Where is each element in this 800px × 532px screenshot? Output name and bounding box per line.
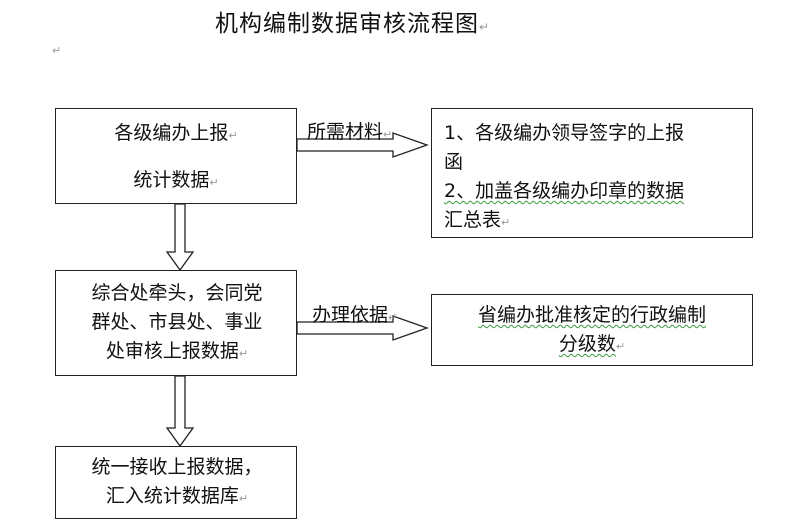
paragraph-mark: ↵ <box>479 20 491 34</box>
edge-label-basis: 办理依据↵ <box>312 304 398 326</box>
edge-label-materials: 所需材料↵ <box>307 121 393 143</box>
node-report-source: 各级编办上报↵ 统计数据↵ <box>55 108 297 204</box>
node-text-line: 群处、市县处、事业 <box>91 311 263 333</box>
return-mark: ↵ <box>228 129 238 142</box>
return-mark: ↵ <box>501 216 511 229</box>
node-review: 综合处牵头，会同党 群处、市县处、事业 处审核上报数据↵ <box>55 270 297 376</box>
node-text-line: 统计数据↵ <box>133 169 219 191</box>
return-mark: ↵ <box>383 128 393 141</box>
return-mark: ↵ <box>615 340 626 353</box>
node-text-line: 汇总表↵ <box>444 209 511 231</box>
node-text-line: 省编办批准核定的行政编制 <box>477 304 706 326</box>
node-text-line: 统一接收上报数据， <box>91 456 263 478</box>
node-basis: 省编办批准核定的行政编制 分级数↵ <box>431 294 753 366</box>
node-materials: 1、各级编办领导签字的上报 函 2、加盖各级编办印章的数据 汇总表↵ <box>431 108 753 238</box>
node-text-line: 2、加盖各级编办印章的数据 <box>444 180 685 202</box>
return-mark: ↵ <box>238 347 249 360</box>
return-mark: ↵ <box>388 311 398 324</box>
node-text-line: 1、各级编办领导签字的上报 <box>444 122 685 144</box>
page-title: 机构编制数据审核流程图↵ <box>215 4 490 38</box>
arrow-down-review <box>165 203 195 272</box>
return-mark: ↵ <box>209 176 219 189</box>
node-text-line: 综合处牵头，会同党 <box>91 282 263 304</box>
node-text-line: 各级编办上报↵ <box>114 122 238 144</box>
node-text-line: 函 <box>444 151 464 173</box>
node-receive: 统一接收上报数据， 汇入统计数据库↵ <box>55 446 297 519</box>
node-text-line: 处审核上报数据↵ <box>105 340 249 362</box>
paragraph-mark: ↵ <box>52 44 62 57</box>
node-text-line: 汇入统计数据库↵ <box>105 485 249 507</box>
arrow-basis <box>296 315 429 341</box>
arrow-down-receive <box>165 375 195 448</box>
title-text: 机构编制数据审核流程图 <box>215 11 479 37</box>
return-mark: ↵ <box>238 492 249 505</box>
node-text-line: 分级数↵ <box>558 333 626 355</box>
arrow-materials <box>296 132 429 158</box>
